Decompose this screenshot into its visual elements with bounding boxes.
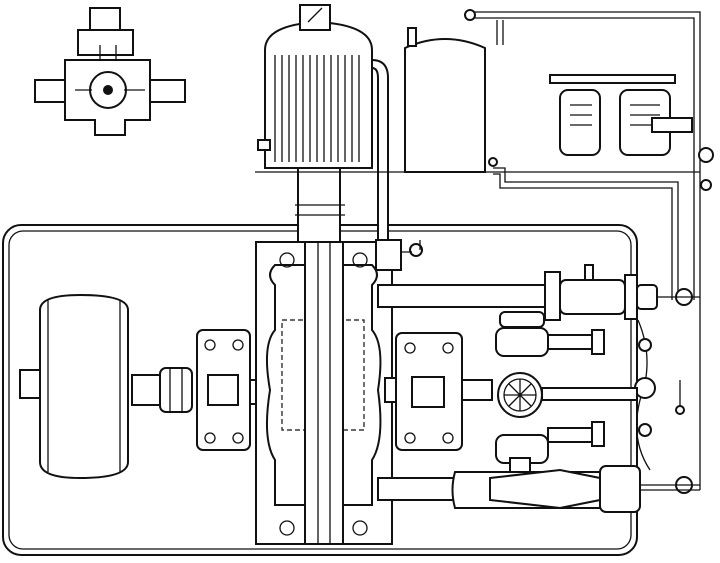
radiator-unit [258, 5, 388, 242]
engine-cylinder [256, 240, 422, 544]
flywheel-drum [20, 295, 192, 478]
governor-device [550, 75, 692, 155]
left-bearing [197, 330, 262, 450]
valve-section-inset [35, 8, 185, 135]
pipework [255, 10, 713, 493]
water-tank [405, 28, 497, 172]
pump-assembly [378, 265, 657, 512]
right-bearing [385, 333, 492, 450]
